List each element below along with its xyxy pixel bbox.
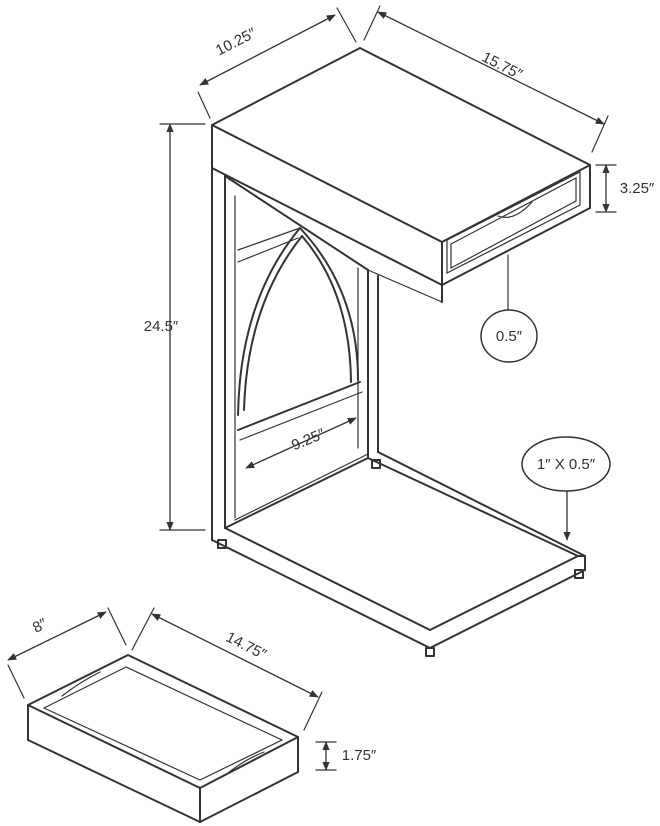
- table-width-label: 15.75″: [479, 49, 526, 84]
- table-height-label: 24.5″: [144, 318, 179, 335]
- tray-depth-label: 8″: [30, 615, 50, 637]
- table-dimension-lines: [159, 5, 617, 541]
- arch-detail: [237, 227, 363, 441]
- tray-height-label: 1.75″: [342, 747, 377, 764]
- drawer-height-label: 3.25″: [620, 180, 655, 197]
- tray-drawing: 8″ 14.75″ 1.75″: [7, 607, 377, 823]
- tray-width-label: 14.75″: [223, 629, 270, 664]
- base-tube-label: 1″ X 0.5″: [537, 456, 596, 473]
- side-table-drawing: 10.25″ 15.75″ 24.5″ 3.25″ 0.5″ 1″ X 0.5″…: [144, 5, 655, 657]
- tray-body: [27, 654, 299, 823]
- drawer-detail-label: 0.5″: [496, 328, 523, 345]
- shelf-span-label: 9.25″: [289, 425, 328, 454]
- table-depth-label: 10.25″: [213, 24, 260, 59]
- c-frame: [211, 167, 586, 657]
- base-tube-callout: [521, 436, 611, 492]
- drawer: [446, 171, 581, 274]
- tray-dimension-lines: [7, 607, 337, 771]
- drawer-detail-callout: [480, 309, 538, 363]
- table-top: [211, 47, 591, 303]
